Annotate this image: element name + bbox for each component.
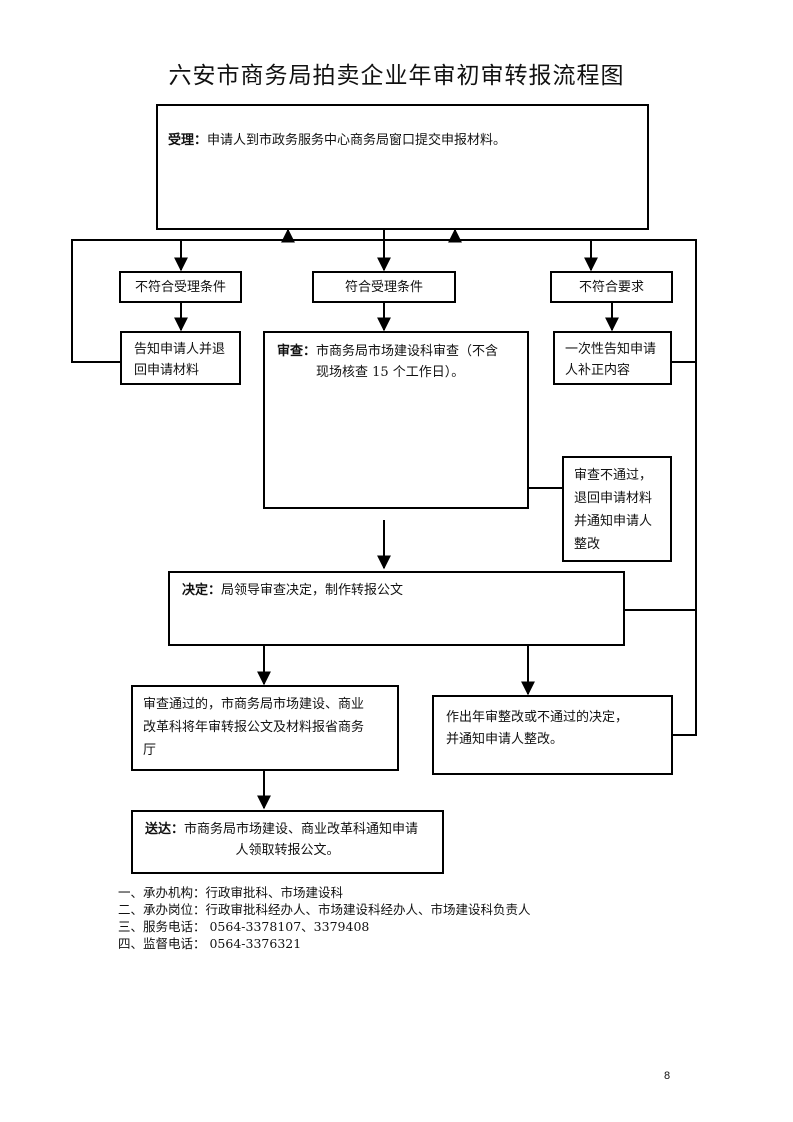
notify-line-1: 一次性告知申请 [565, 342, 657, 357]
approved-box: 审查通过的，市商务局市场建设、商业 改革科将年审转报公文及材料报省商务 厅 [131, 685, 399, 771]
accept-text: 申请人到市政务服务中心商务局窗口提交申报材料。 [207, 133, 507, 148]
note-item: 一、承办机构：行政审批科、市场建设科 [118, 885, 344, 900]
review-box: 审查：市商务局市场建设科审查（不含 现场核查 15 个工作日）。 [263, 331, 529, 509]
return-line-2: 回申请材料 [134, 363, 200, 378]
review-line-1: 市商务局市场建设科审查（不含 [316, 344, 499, 359]
meet-conditions-box: 符合受理条件 [312, 271, 456, 303]
review-fail-box: 审查不通过， 退回申请材料 并通知申请人 整改 [562, 456, 672, 562]
review-line-2: 现场核查 15 个工作日）。 [316, 365, 465, 380]
not-meet-requirements-label: 不符合要求 [578, 279, 644, 295]
notify-supplement-box: 一次性告知申请 人补正内容 [553, 331, 672, 385]
accept-box: 受理：申请人到市政务服务中心商务局窗口提交申报材料。 [156, 104, 649, 230]
decision-text: 局领导审查决定，制作转报公文 [221, 583, 404, 598]
note-item: 二、承办岗位：行政审批科经办人、市场建设科经办人、市场建设科负责人 [118, 902, 531, 917]
accept-label: 受理： [168, 133, 208, 148]
approved-line-3: 厅 [143, 743, 157, 758]
meet-conditions-label: 符合受理条件 [344, 279, 423, 295]
delivery-line-2: 人领取转报公文。 [235, 843, 340, 858]
not-meet-conditions-label: 不符合受理条件 [134, 279, 226, 295]
loop-notify-to-accept [591, 239, 697, 363]
delivery-box: 送达：市商务局市场建设、商业改革科通知申请 人领取转报公文。 [131, 810, 444, 874]
notes-section: 一、承办机构：行政审批科、市场建设科 二、承办岗位：行政审批科经办人、市场建设科… [118, 884, 531, 952]
return-line-1: 告知申请人并退 [134, 342, 226, 357]
review-fail-line-1: 审查不通过， [574, 468, 653, 483]
connector-fail-right [672, 362, 697, 736]
loop-return-to-accept [71, 239, 181, 363]
rejected-box: 作出年审整改或不通过的决定， 并通知申请人整改。 [432, 695, 673, 775]
page-number: 8 [664, 1070, 671, 1082]
decision-box: 决定：局领导审查决定，制作转报公文 [168, 571, 625, 646]
rejected-line-2: 并通知申请人整改。 [446, 732, 564, 747]
page-title: 六安市商务局拍卖企业年审初审转报流程图 [168, 63, 625, 89]
delivery-line-1: 市商务局市场建设、商业改革科通知申请 [184, 822, 419, 837]
approved-line-1: 审查通过的，市商务局市场建设、商业 [143, 697, 365, 712]
review-label: 审查： [277, 344, 317, 359]
note-item: 四、监督电话： 0564-3376321 [118, 936, 302, 951]
approved-line-2: 改革科将年审转报公文及材料报省商务 [143, 720, 365, 735]
review-fail-line-3: 并通知申请人 [574, 514, 653, 529]
return-materials-box: 告知申请人并退 回申请材料 [120, 331, 241, 385]
delivery-label: 送达： [145, 822, 185, 837]
notify-line-2: 人补正内容 [565, 363, 631, 378]
review-fail-line-4: 整改 [574, 537, 601, 552]
rejected-line-1: 作出年审整改或不通过的决定， [446, 710, 629, 725]
review-fail-line-2: 退回申请材料 [574, 491, 653, 506]
note-item: 三、服务电话： 0564-3378107、3379408 [118, 919, 370, 934]
not-meet-requirements-box: 不符合要求 [550, 271, 673, 303]
decision-label: 决定： [182, 583, 222, 598]
not-meet-conditions-box: 不符合受理条件 [119, 271, 242, 303]
